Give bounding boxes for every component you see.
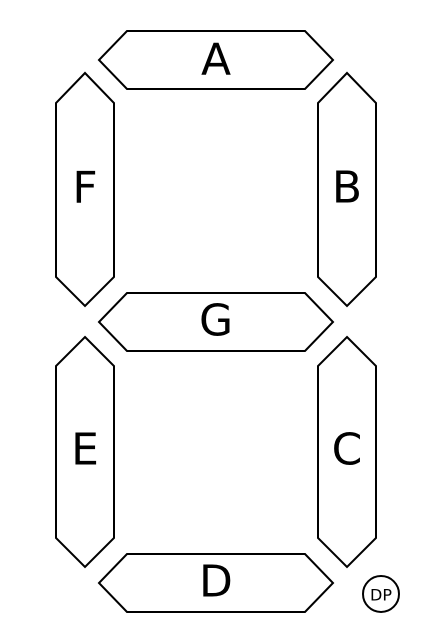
segment-d-shape xyxy=(97,553,335,613)
decimal-point-circle xyxy=(362,575,400,613)
segment-e: E xyxy=(55,335,115,569)
segment-f-shape xyxy=(55,71,115,308)
segment-g: G xyxy=(97,292,335,352)
decimal-point: DP xyxy=(362,575,400,613)
segment-d-label: D xyxy=(199,557,233,608)
segment-f-label: F xyxy=(72,163,97,214)
segment-b-shape xyxy=(317,71,377,308)
segment-f: F xyxy=(55,71,115,308)
segment-c: C xyxy=(317,335,377,569)
segment-g-label: G xyxy=(199,296,233,347)
segment-a: A xyxy=(97,30,335,90)
segment-e-shape xyxy=(55,335,115,569)
decimal-point-label: DP xyxy=(370,586,392,605)
segment-d: D xyxy=(97,553,335,613)
segment-a-shape xyxy=(97,30,335,90)
segment-b-label: B xyxy=(332,163,362,214)
segment-b: B xyxy=(317,71,377,308)
segment-c-label: C xyxy=(332,425,363,476)
segment-g-shape xyxy=(97,292,335,352)
segment-e-label: E xyxy=(71,425,99,476)
segment-c-shape xyxy=(317,335,377,569)
segment-a-label: A xyxy=(201,35,231,86)
